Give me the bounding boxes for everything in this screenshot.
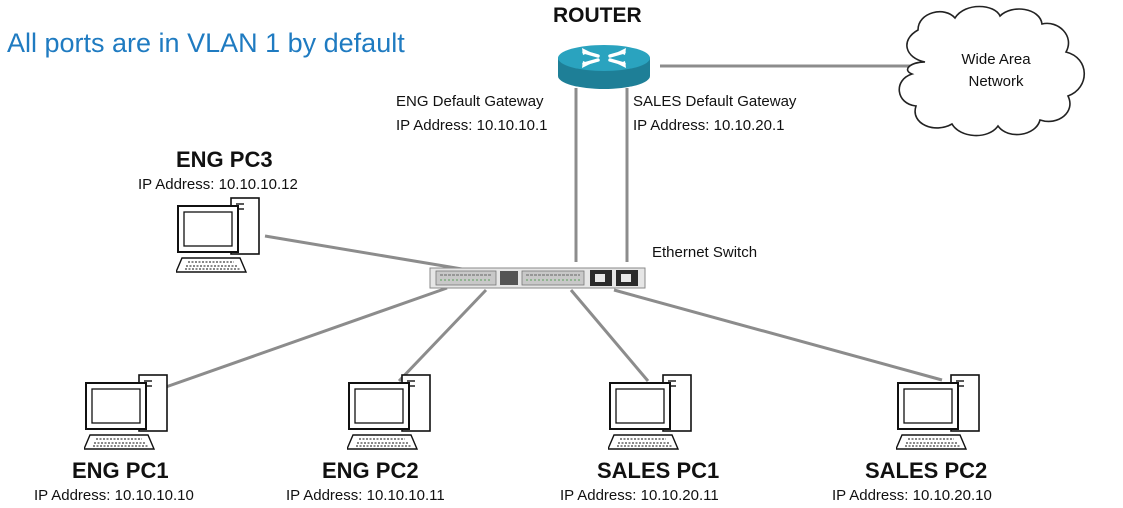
- eng-pc1-ip: IP Address: 10.10.10.10: [34, 487, 194, 504]
- link-pc3-switch: [264, 234, 463, 271]
- eng-pc3-computer-icon[interactable]: [176, 197, 260, 273]
- sales-gateway-title: SALES Default Gateway: [633, 93, 797, 110]
- link-salespc1-switch: [569, 289, 650, 382]
- eng-gateway-title: ENG Default Gateway: [396, 93, 544, 110]
- sales-pc2-ip: IP Address: 10.10.20.10: [832, 487, 992, 504]
- sales-pc1-ip: IP Address: 10.10.20.11: [560, 487, 719, 504]
- eng-pc2-name: ENG PC2: [322, 458, 419, 483]
- wan-label: Wide Area Network: [948, 49, 1044, 93]
- vlan-note: All ports are in VLAN 1 by default: [7, 28, 405, 58]
- eng-pc3-name: ENG PC3: [176, 147, 273, 172]
- sales-gateway-info: SALES Default Gateway IP Address: 10.10.…: [633, 90, 796, 138]
- sales-pc2-name: SALES PC2: [865, 458, 988, 483]
- sales-pc1-name: SALES PC1: [597, 458, 720, 483]
- eng-pc2-ip: IP Address: 10.10.10.11: [286, 487, 445, 504]
- eng-pc2-computer-icon[interactable]: [347, 374, 431, 450]
- eng-gateway-ip: IP Address: 10.10.10.1: [396, 117, 548, 134]
- links: [162, 64, 943, 390]
- sales-pc2-computer-icon[interactable]: [896, 374, 980, 450]
- wan-cloud-icon: [898, 5, 1085, 137]
- eng-gateway-info: ENG Default Gateway IP Address: 10.10.10…: [396, 90, 548, 138]
- link-pc1-switch: [162, 286, 448, 390]
- link-salespc2-switch: [613, 288, 943, 382]
- router-label: ROUTER: [553, 4, 642, 27]
- eng-pc1-name: ENG PC1: [72, 458, 169, 483]
- sales-gateway-ip: IP Address: 10.10.20.1: [633, 117, 785, 134]
- wan-label-line1: Wide Area: [961, 51, 1031, 68]
- eng-pc1-computer-icon[interactable]: [84, 374, 168, 450]
- router-icon[interactable]: [558, 45, 650, 89]
- eng-pc3-ip: IP Address: 10.10.10.12: [138, 176, 298, 193]
- sales-pc1-computer-icon[interactable]: [608, 374, 692, 450]
- wan-label-line2: Network: [968, 73, 1024, 90]
- switch-label: Ethernet Switch: [652, 244, 758, 261]
- ethernet-switch-icon[interactable]: [429, 267, 646, 289]
- link-pc2-switch: [397, 288, 488, 383]
